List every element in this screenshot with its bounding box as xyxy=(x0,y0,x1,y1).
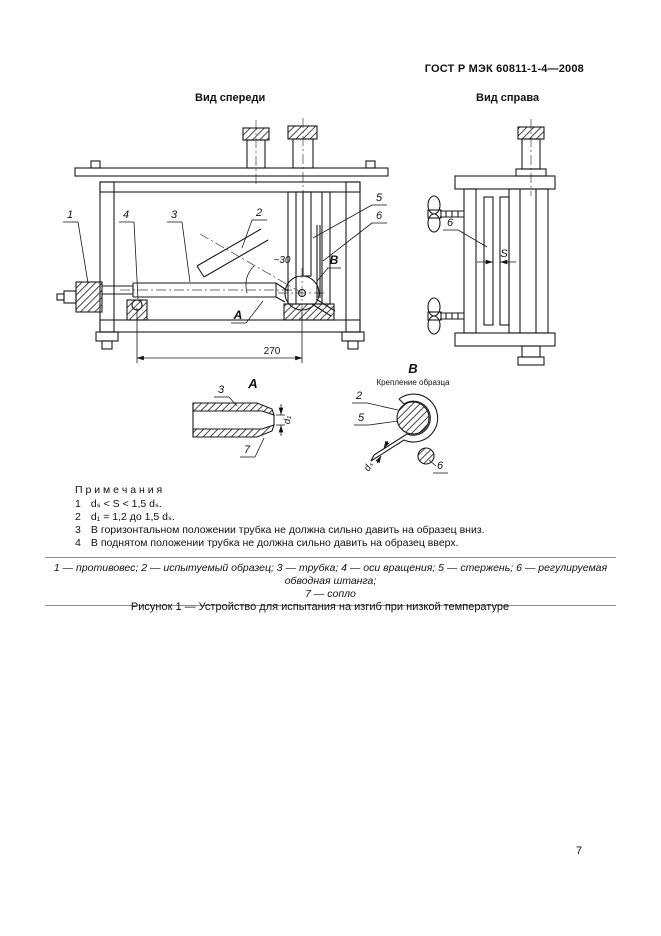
ds-dimension: dₛ xyxy=(362,460,376,474)
legend-line-1: 1 — противовес; 2 — испытуемый образец; … xyxy=(53,562,608,587)
right-view-drawing xyxy=(427,126,556,366)
figure-caption: Рисунок 1 — Устройство для испытания на … xyxy=(130,601,510,613)
callout-5: 5 xyxy=(376,192,383,204)
front-view-label: Вид спереди xyxy=(195,92,266,104)
letter-b-marker: В xyxy=(330,253,339,267)
callout-1: 1 xyxy=(67,209,73,221)
note-item-3: 3 В горизонтальном положении трубка не д… xyxy=(75,524,600,537)
note-text: В поднятом положении трубка не должна си… xyxy=(90,537,459,549)
right-view-label: Вид справа xyxy=(476,92,540,104)
callout-4: 4 xyxy=(123,209,129,221)
callout-6-right-view: 6 xyxy=(447,217,454,229)
leader-lines xyxy=(63,204,488,474)
note-item-2: 2 d₁ = 1,2 до 1,5 dₛ. xyxy=(75,511,600,524)
note-number: 3 xyxy=(75,524,81,536)
note-number: 2 xyxy=(75,511,81,523)
callout-2-detail: 2 xyxy=(355,390,362,402)
document-header: ГОСТ Р МЭК 60811-1-4—2008 xyxy=(424,63,584,75)
front-view-drawing xyxy=(56,125,389,350)
s-dimension: S xyxy=(500,248,508,260)
angle-dimension: ~30 xyxy=(274,255,291,266)
note-item-4: 4 В поднятом положении трубка не должна … xyxy=(75,537,600,550)
d1-dimension: d₁ xyxy=(282,416,293,424)
detail-a-drawing xyxy=(192,402,285,438)
note-text: dₛ < S < 1,5 dₛ. xyxy=(90,498,162,510)
note-item-1: 1 dₛ < S < 1,5 dₛ. xyxy=(75,498,600,511)
detail-b-title: В xyxy=(408,361,417,376)
note-number: 4 xyxy=(75,537,81,549)
length-dimension: 270 xyxy=(264,346,281,357)
callout-3: 3 xyxy=(171,209,178,221)
callout-3-detail: 3 xyxy=(218,384,225,396)
callout-7-detail: 7 xyxy=(244,444,251,456)
callout-2: 2 xyxy=(255,207,262,219)
note-text: В горизонтальном положении трубка не дол… xyxy=(90,524,485,536)
letter-a-marker: А xyxy=(233,308,243,322)
detail-a-title: А xyxy=(247,376,257,391)
notes-title: П р и м е ч а н и я xyxy=(75,484,163,496)
detail-b-subtitle: Крепление образца xyxy=(376,378,450,387)
detail-b-drawing xyxy=(370,393,439,465)
figure-legend: 1 — противовес; 2 — испытуемый образец; … xyxy=(45,557,616,606)
callout-6: 6 xyxy=(376,210,383,222)
callout-6-detail: 6 xyxy=(437,460,444,472)
callout-5-detail: 5 xyxy=(358,412,365,424)
legend-line-2: 7 — сопло xyxy=(305,588,356,600)
page-number: 7 xyxy=(576,845,583,857)
note-text: d₁ = 1,2 до 1,5 dₛ. xyxy=(90,511,175,523)
notes-block: П р и м е ч а н и я 1 dₛ < S < 1,5 dₛ. 2… xyxy=(75,484,600,550)
figure-drawing: 1 4 3 2 5 6 В А ~30 270 6 S А 3 7 d₁ В К… xyxy=(56,118,556,474)
dimension-270 xyxy=(136,308,303,363)
note-number: 1 xyxy=(75,498,81,510)
centerlines xyxy=(120,118,532,320)
